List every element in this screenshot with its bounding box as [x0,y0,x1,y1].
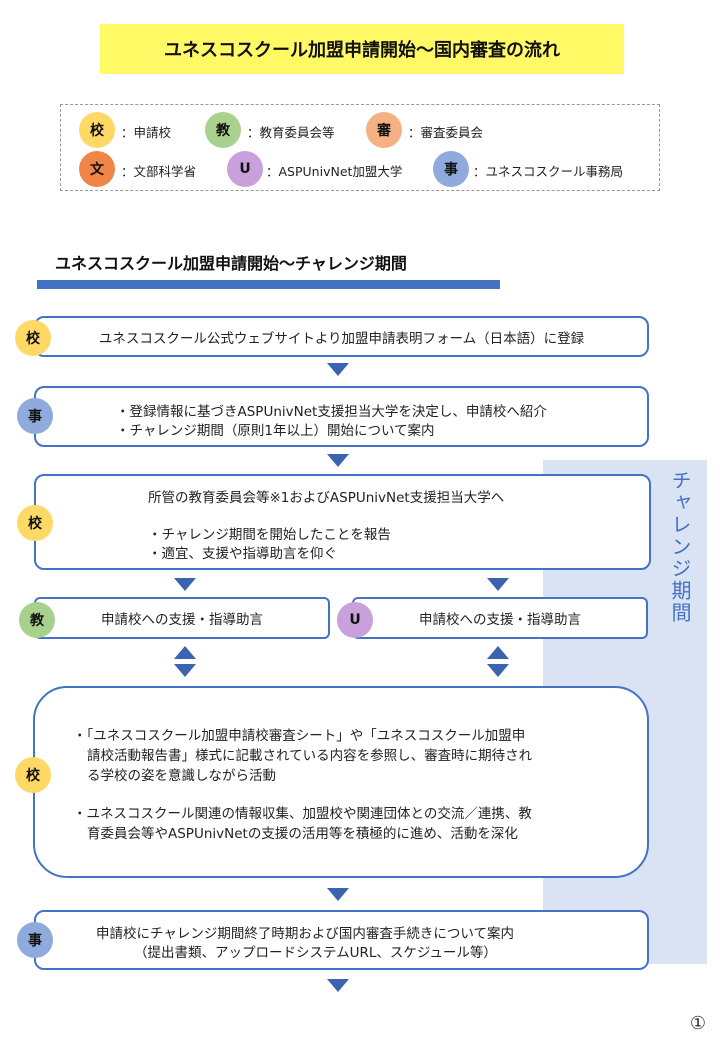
step-notify-review-box: 申請校にチャレンジ期間終了時期および国内審査手続きについて案内 （提出書類、アッ… [34,910,649,970]
step-report-box: 所管の教育委員会等※1およびASPUnivNet支援担当大学へ ・チャレンジ期間… [34,474,651,570]
step-assign-line-1: ・登録情報に基づきASPUnivNet支援担当大学を決定し、申請校へ紹介 [116,404,547,420]
university-badge-icon: U [227,151,263,187]
school-badge-icon: 校 [15,320,51,356]
legend-label-board: ：教育委員会等 [247,125,335,140]
step-register-box: ユネスコスクール公式ウェブサイトより加盟申請表明フォーム（日本語）に登録 [34,316,649,357]
legend-label-committee: ：審査委員会 [408,125,484,140]
arrow-down-icon [327,979,349,992]
step-university-support-box: 申請校への支援・指導助言 [352,597,648,639]
legend: 校 ：申請校 教 ：教育委員会等 審 ：審査委員会 文 ：文部科学省 U ：AS… [60,104,660,191]
section-underline [37,280,500,289]
legend-label-office: ：ユネスコスクール事務局 [473,164,624,179]
arrow-down-icon [327,454,349,467]
step-assign-university-box: ・登録情報に基づきASPUnivNet支援担当大学を決定し、申請校へ紹介 ・チャ… [34,386,649,447]
step-report-line-2: ・チャレンジ期間を開始したことを報告 [148,527,391,543]
step-board-support-box: 申請校への支援・指導助言 [34,597,330,639]
arrow-down-icon [327,888,349,901]
office-badge-icon: 事 [433,151,469,187]
arrow-down-icon [487,578,509,591]
arrow-up-icon [487,646,509,659]
office-badge-icon: 事 [17,398,53,434]
step-activity-line-4: ・ユネスコスクール関連の情報収集、加盟校や関連団体との交流／連携、教 [73,806,532,822]
step-report-line-3: ・適宜、支援や指導助言を仰ぐ [148,546,337,562]
challenge-period-label: チャレンジ期間 [668,470,692,624]
step-activity-line-2: 請校活動報告書」様式に記載されている内容を参照し、審査時に期待され [87,748,533,764]
legend-label-university: ：ASPUnivNet加盟大学 [266,164,403,179]
arrow-up-icon [174,646,196,659]
section-heading: ユネスコスクール加盟申請開始～チャレンジ期間 [55,254,407,273]
step-activity-line-1: ・「ユネスコスクール加盟申請校審査シート」や「ユネスコスクール加盟申 [73,728,526,744]
arrow-down-icon [174,664,196,677]
step-notify-line-2: （提出書類、アップロードシステムURL、スケジュール等） [134,945,497,961]
step-board-support-text: 申請校への支援・指導助言 [101,612,263,628]
legend-label-school: ：申請校 [121,125,172,140]
arrow-down-icon [487,664,509,677]
legend-label-ministry: ：文部科学省 [121,164,197,179]
step-activity-line-3: る学校の姿を意識しながら活動 [87,768,276,784]
step-notify-line-1: 申請校にチャレンジ期間終了時期および国内審査手続きについて案内 [96,926,514,942]
step-activity-box: ・「ユネスコスクール加盟申請校審査シート」や「ユネスコスクール加盟申 請校活動報… [33,686,649,878]
school-badge-icon: 校 [17,505,53,541]
step-register-text: ユネスコスクール公式ウェブサイトより加盟申請表明フォーム（日本語）に登録 [98,330,585,347]
university-badge-icon: U [337,602,373,638]
school-badge-icon: 校 [15,757,51,793]
board-badge-icon: 教 [205,112,241,148]
page-number: ① [689,1013,706,1034]
step-assign-line-2: ・チャレンジ期間（原則1年以上）開始について案内 [116,423,435,439]
office-badge-icon: 事 [17,922,53,958]
ministry-badge-icon: 文 [79,151,115,187]
committee-badge-icon: 審 [366,112,402,148]
step-report-line-1: 所管の教育委員会等※1およびASPUnivNet支援担当大学へ [148,490,505,506]
arrow-down-icon [174,578,196,591]
step-university-support-text: 申請校への支援・指導助言 [419,612,581,628]
arrow-down-icon [327,363,349,376]
school-badge-icon: 校 [79,112,115,148]
board-badge-icon: 教 [19,602,55,638]
page-title: ユネスコスクール加盟申請開始～国内審査の流れ [100,24,624,74]
step-activity-line-5: 育委員会等やASPUnivNetの支援の活用等を積極的に進め、活動を深化 [87,826,518,842]
